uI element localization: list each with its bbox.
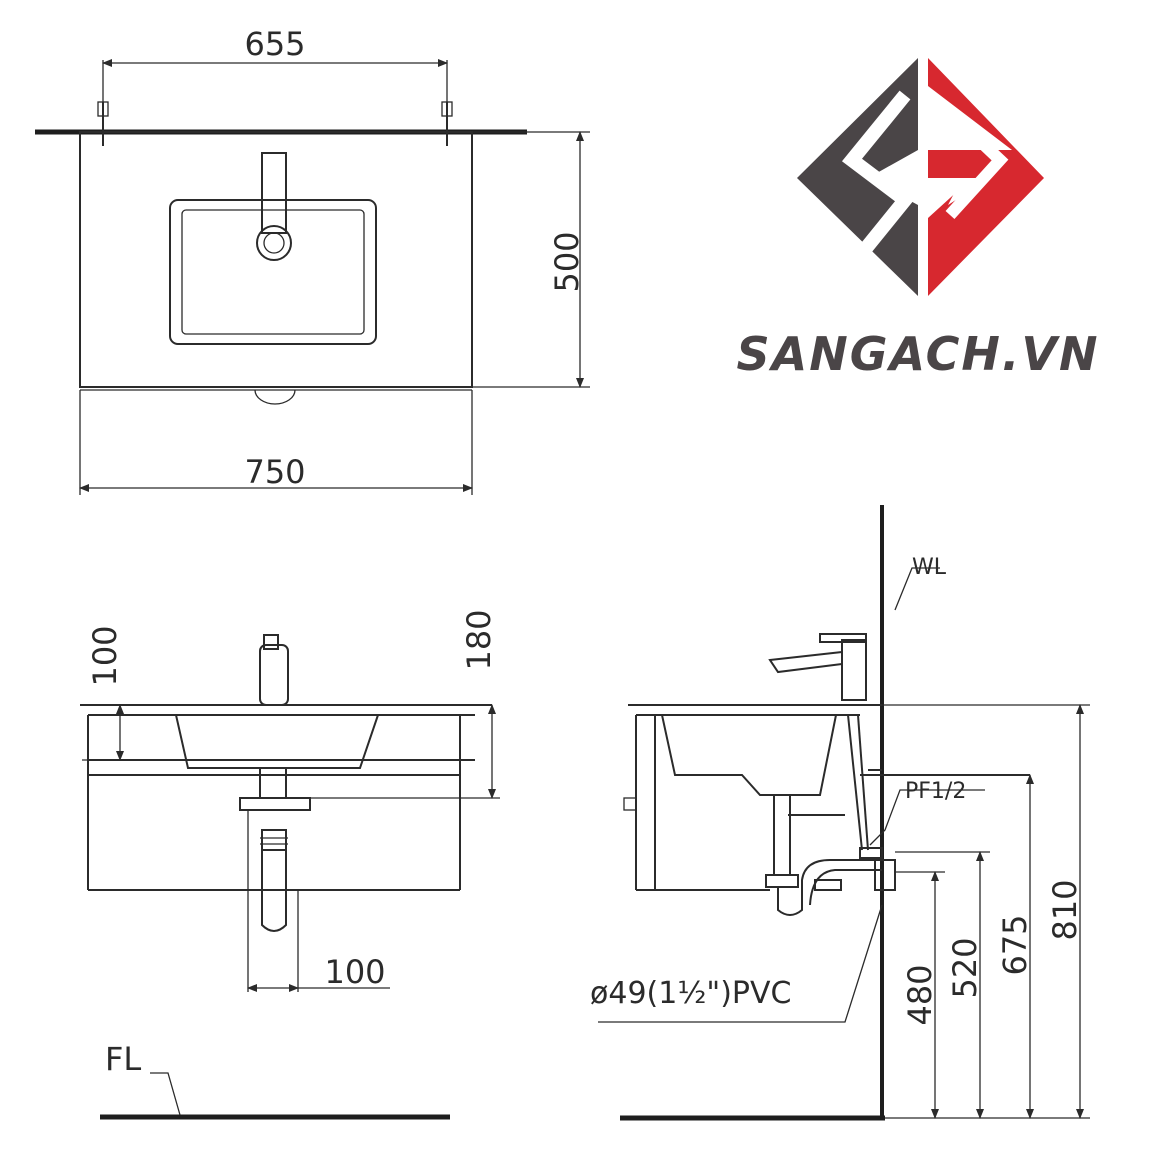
front-view: 100 180 100 FL: [80, 609, 500, 1120]
dim-520-label: 520: [946, 937, 984, 998]
dim-100-trap-label: 100: [324, 953, 385, 991]
top-view: 655 500 750: [35, 25, 590, 495]
floor-label: FL: [105, 1040, 141, 1078]
dim-180-label: 180: [460, 609, 498, 670]
brand-text: SANGACH.VN: [736, 327, 1099, 381]
drain-label: ø49(1½")PVC: [590, 976, 791, 1011]
dim-480-label: 480: [901, 964, 939, 1025]
dim-675-label: 675: [996, 914, 1034, 975]
dim-655-label: 655: [244, 25, 305, 63]
wall-label: WL: [912, 555, 947, 580]
supply-label: PF1/2: [905, 779, 966, 804]
brand-logo: SANGACH.VN: [736, 58, 1099, 381]
dim-750-label: 750: [244, 453, 305, 491]
dim-500-label: 500: [548, 231, 586, 292]
dim-100-basin-label: 100: [86, 625, 124, 686]
sg-logo-icon: [797, 58, 1044, 296]
dim-810-label: 810: [1046, 879, 1084, 940]
side-view: WL PF1/2 ø49(1½")PVC 48: [590, 505, 1090, 1121]
